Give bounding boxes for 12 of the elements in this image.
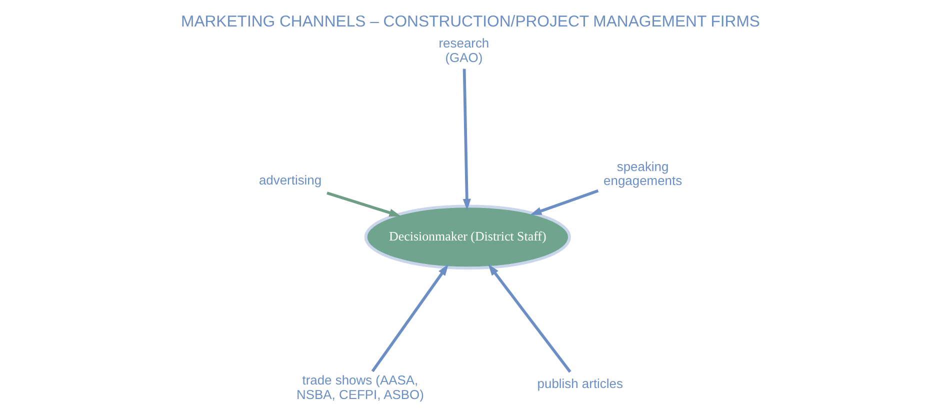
arrow xyxy=(488,264,571,373)
arrow xyxy=(326,192,400,217)
node-text: speaking engagements xyxy=(603,158,682,188)
arrow xyxy=(529,189,598,215)
node-text: publish articles xyxy=(536,376,622,392)
arrow xyxy=(462,68,470,210)
node-text: trade shows (AASA, NSBA, CEFPI, ASBO) xyxy=(296,372,424,402)
arrow xyxy=(370,264,448,372)
node-ellipse: Decisionmaker (District Staff) xyxy=(364,204,570,270)
node-text: advertising xyxy=(258,172,322,188)
diagram-title: MARKETING CHANNELS – CONSTRUCTION/PROJECT MANAGEMENT FIRMS xyxy=(180,14,760,31)
node-text: research (GAO) xyxy=(438,35,489,65)
